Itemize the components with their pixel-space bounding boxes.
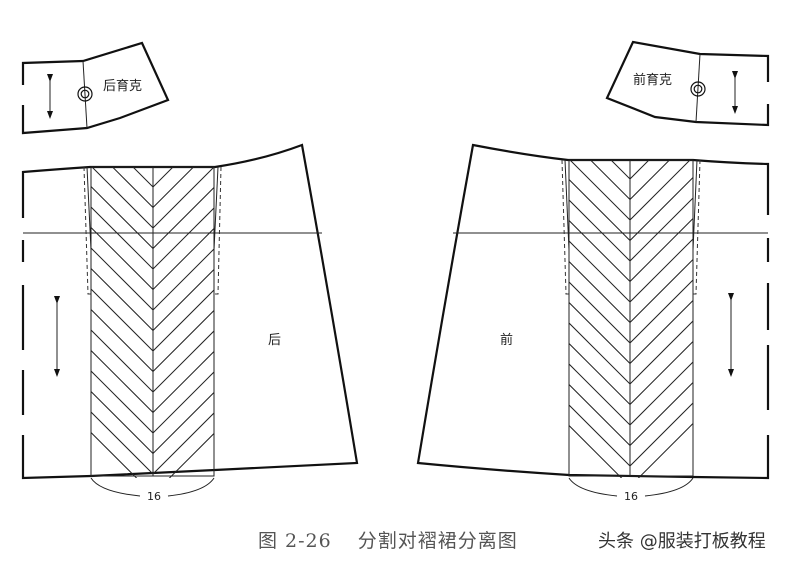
back-yoke-piece: 后育克 xyxy=(21,41,170,135)
herringbone-hatching xyxy=(569,160,693,478)
back-yoke-label: 后育克 xyxy=(103,78,142,94)
herringbone-hatching xyxy=(91,167,214,478)
back-skirt-piece: 16 后 xyxy=(21,143,359,503)
notch-circle-icon xyxy=(77,86,93,102)
figure-number: 图 2-26 xyxy=(258,530,332,552)
back-skirt-label: 后 xyxy=(268,333,281,348)
front-skirt-label: 前 xyxy=(500,332,513,348)
figure-caption: 图 2-26 分割对褶裙分离图 xyxy=(258,526,518,553)
front-panel-width-label: 16 xyxy=(624,490,638,503)
figure-title: 分割对褶裙分离图 xyxy=(357,530,518,552)
back-panel-width-label: 16 xyxy=(147,490,161,503)
front-yoke-piece: 前育克 xyxy=(605,40,770,127)
front-yoke-label: 前育克 xyxy=(633,72,672,88)
watermark: 头条 @服装打板教程 xyxy=(598,531,766,552)
front-skirt-piece: 16 前 xyxy=(416,143,770,503)
notch-circle-icon xyxy=(690,81,706,97)
